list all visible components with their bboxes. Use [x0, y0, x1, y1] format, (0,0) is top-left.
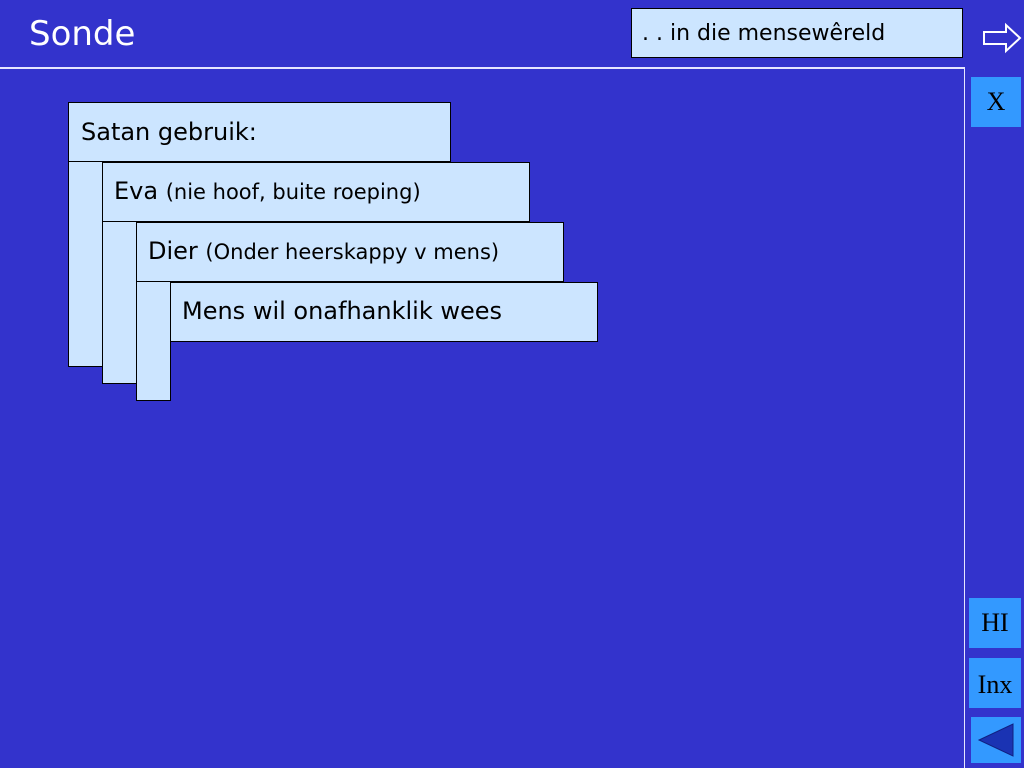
step-2-text: Eva (nie hoof, buite roeping) — [114, 177, 421, 205]
next-button[interactable] — [982, 22, 1022, 54]
connector-bar-2 — [102, 220, 137, 384]
step-2-main: Eva — [114, 177, 159, 205]
close-button[interactable]: X — [971, 77, 1021, 127]
connector-bar-1 — [68, 160, 103, 367]
step-4-text: Mens wil onafhanklik wees — [182, 297, 502, 325]
subtitle-text: . . in die mensewêreld — [642, 21, 886, 46]
index-button[interactable]: Inx — [969, 658, 1021, 708]
connector-bar-3 — [136, 280, 171, 401]
step-3-note: (Onder heerskappy v mens) — [205, 240, 500, 264]
sidebar-divider — [964, 67, 965, 768]
left-triangle-icon — [977, 723, 1014, 757]
step-box-1: Satan gebruik: — [68, 102, 451, 162]
slide-title: Sonde — [29, 14, 136, 54]
step-box-2: Eva (nie hoof, buite roeping) — [102, 162, 530, 222]
step-3-text: Dier (Onder heerskappy v mens) — [148, 237, 499, 265]
step-2-note: (nie hoof, buite roeping) — [165, 180, 421, 204]
subtitle-box: . . in die mensewêreld — [631, 8, 963, 58]
hi-button[interactable]: HI — [969, 598, 1021, 648]
step-box-4: Mens wil onafhanklik wees — [170, 282, 598, 342]
step-3-main: Dier — [148, 237, 198, 265]
step-1-main: Satan gebruik: — [81, 118, 257, 146]
right-arrow-icon — [983, 22, 1022, 54]
step-box-3: Dier (Onder heerskappy v mens) — [136, 222, 564, 282]
back-button[interactable] — [971, 717, 1021, 763]
header-divider — [0, 67, 964, 69]
step-4-main: Mens wil onafhanklik wees — [182, 297, 503, 325]
step-1-text: Satan gebruik: — [81, 118, 257, 146]
